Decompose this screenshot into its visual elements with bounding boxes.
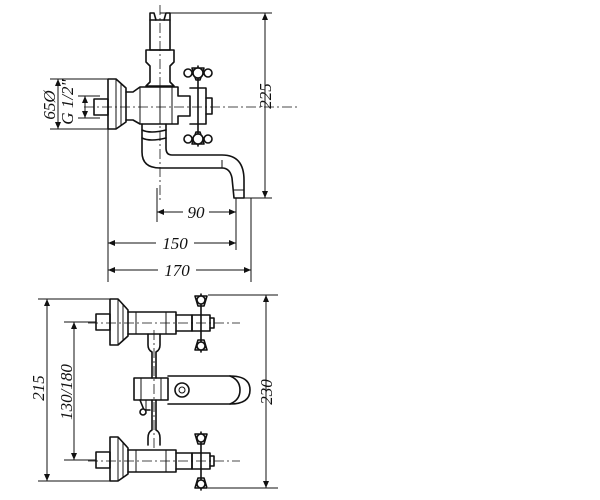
- dim-90-label: 90: [188, 203, 206, 222]
- vertical-body: [147, 330, 161, 450]
- upper-inlet: [88, 298, 240, 346]
- wall-escutcheon: [107, 78, 127, 130]
- dim-230-label: 230: [257, 379, 276, 405]
- dimension-170: 170: [108, 260, 251, 280]
- dim-diameter-label: 65Ø: [40, 90, 59, 120]
- front-view: 215 130/180 230: [29, 293, 278, 491]
- dimension-150: 150: [108, 233, 236, 253]
- dim-215-label: 215: [29, 375, 48, 401]
- lower-cross-handle: [191, 431, 215, 491]
- dimension-225: 225: [256, 13, 275, 198]
- dim-170-label: 170: [164, 261, 190, 280]
- dim-thread-label: G 1/2": [58, 78, 77, 124]
- front-spout: [133, 375, 251, 416]
- dimension-130-180: 130/180: [57, 322, 77, 460]
- spout: [141, 123, 245, 199]
- shower-connector: [145, 5, 175, 200]
- side-view: 225 65Ø G 1/2" 90 150 170: [40, 5, 300, 282]
- cross-handle: [183, 65, 213, 147]
- dimension-thread: G 1/2": [58, 78, 88, 125]
- dimension-diameter: 65Ø: [40, 79, 61, 129]
- dim-130-180-label: 130/180: [57, 364, 76, 420]
- dimension-90: 90: [157, 202, 236, 222]
- dim-225-label: 225: [256, 83, 275, 109]
- dimension-215: 215: [29, 299, 50, 481]
- dimension-230: 230: [257, 295, 276, 488]
- lower-inlet: [88, 436, 240, 482]
- dim-150-label: 150: [162, 234, 188, 253]
- mixer-body: [125, 86, 191, 125]
- upper-cross-handle: [191, 293, 215, 353]
